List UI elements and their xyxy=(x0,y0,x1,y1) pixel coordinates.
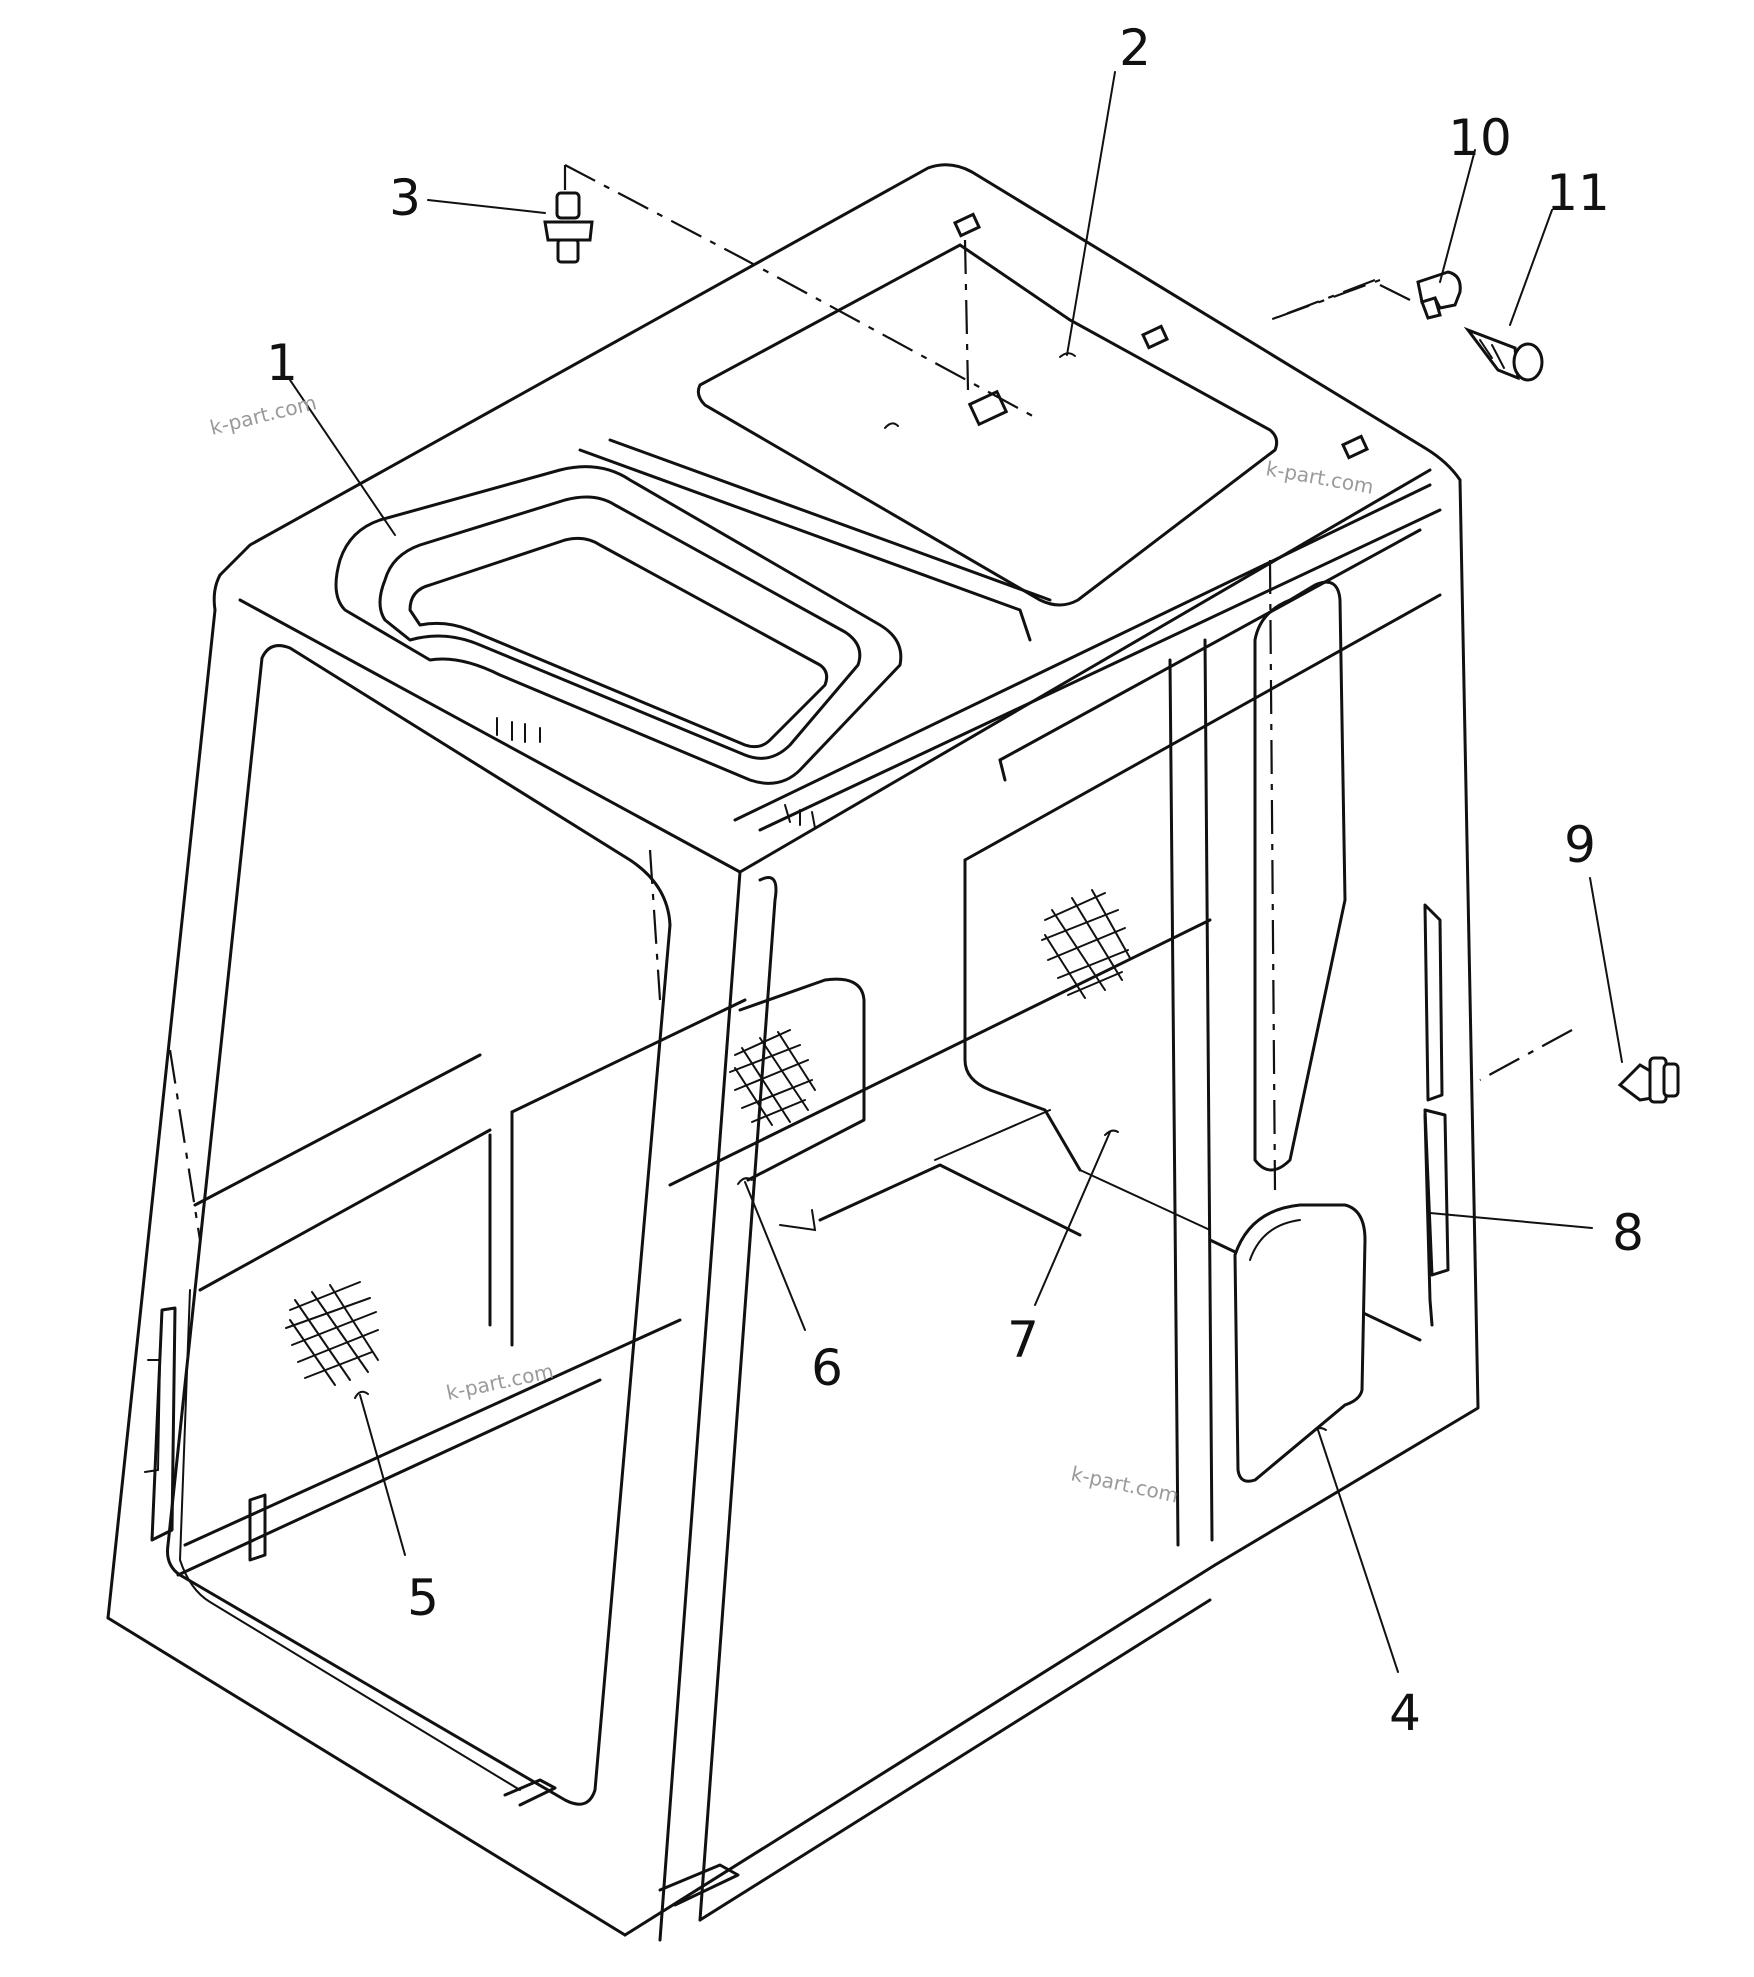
callout-4: 4 xyxy=(1389,1684,1421,1742)
part-3-bolt xyxy=(543,191,594,264)
part-9-pin xyxy=(1617,1056,1680,1104)
callout-9: 9 xyxy=(1564,816,1596,874)
callout-5: 5 xyxy=(407,1569,439,1627)
callout-7: 7 xyxy=(1007,1311,1039,1369)
watermark-2: k-part.com xyxy=(1264,456,1375,499)
watermark-3: k-part.com xyxy=(444,1359,556,1405)
cab-frame xyxy=(106,163,1480,1942)
callout-8: 8 xyxy=(1612,1204,1644,1262)
callout-6: 6 xyxy=(811,1339,843,1397)
callout-10: 10 xyxy=(1448,109,1512,167)
mesh-hatch-left xyxy=(285,1281,379,1386)
callout-2: 2 xyxy=(1119,19,1151,77)
callout-1: 1 xyxy=(266,334,298,392)
part-10-clip xyxy=(1416,270,1462,320)
mesh-hatch-rear xyxy=(1041,889,1131,999)
roof-details xyxy=(334,212,1442,832)
watermark-1: k-part.com xyxy=(207,390,318,440)
mesh-hatch-center xyxy=(729,1029,816,1126)
callout-3: 3 xyxy=(389,169,421,227)
watermark-4: k-part.com xyxy=(1069,1461,1181,1507)
assembly-lines xyxy=(168,164,1573,1241)
part-11-screw xyxy=(1463,326,1544,382)
callout-11: 11 xyxy=(1546,164,1610,222)
leader-lines xyxy=(289,71,1623,1673)
